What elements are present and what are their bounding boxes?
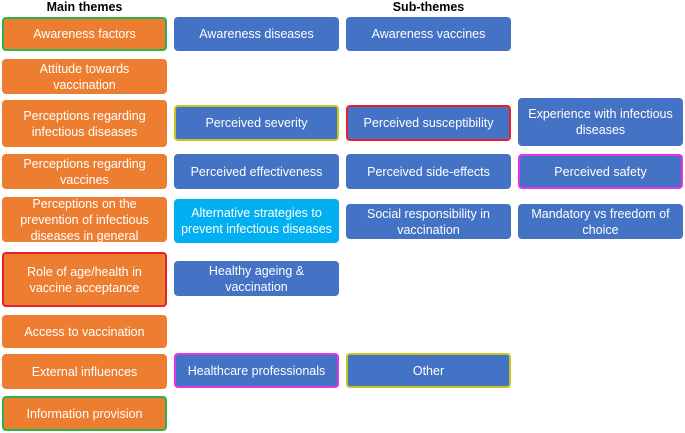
sub-theme-other: Other	[346, 353, 511, 388]
main-theme-information-provision: Information provision	[2, 396, 167, 431]
main-theme-attitude-towards-vaccination: Attitude towards vaccination	[2, 59, 167, 94]
sub-theme-perceived-side-effects: Perceived side-effects	[346, 154, 511, 189]
main-theme-perceptions-infectious-diseases: Perceptions regarding infectious disease…	[2, 100, 167, 147]
main-theme-external-influences: External influences	[2, 354, 167, 389]
sub-theme-perceived-safety: Perceived safety	[518, 154, 683, 189]
main-theme-access-to-vaccination: Access to vaccination	[2, 315, 167, 348]
sub-theme-mandatory-vs-freedom: Mandatory vs freedom of choice	[518, 204, 683, 239]
main-theme-perceptions-vaccines: Perceptions regarding vaccines	[2, 154, 167, 189]
sub-theme-alternative-strategies: Alternative strategies to prevent infect…	[174, 199, 339, 243]
main-theme-prevention-general: Perceptions on the prevention of infecti…	[2, 197, 167, 243]
sub-themes-header: Sub-themes	[392, 0, 465, 14]
sub-theme-awareness-vaccines: Awareness vaccines	[346, 17, 511, 51]
main-theme-awareness-factors: Awareness factors	[2, 17, 167, 51]
main-theme-role-age-health: Role of age/health in vaccine acceptance	[2, 252, 167, 307]
main-themes-header: Main themes	[46, 0, 123, 14]
sub-theme-experience-infectious-diseases: Experience with infectious diseases	[518, 98, 683, 146]
sub-theme-healthy-ageing: Healthy ageing & vaccination	[174, 261, 339, 296]
sub-theme-healthcare-professionals: Healthcare professionals	[174, 353, 339, 388]
sub-theme-perceived-severity: Perceived severity	[174, 105, 339, 141]
sub-theme-perceived-effectiveness: Perceived effectiveness	[174, 154, 339, 189]
sub-theme-awareness-diseases: Awareness diseases	[174, 17, 339, 51]
sub-theme-social-responsibility: Social responsibility in vaccination	[346, 204, 511, 239]
sub-theme-perceived-susceptibility: Perceived susceptibility	[346, 105, 511, 141]
